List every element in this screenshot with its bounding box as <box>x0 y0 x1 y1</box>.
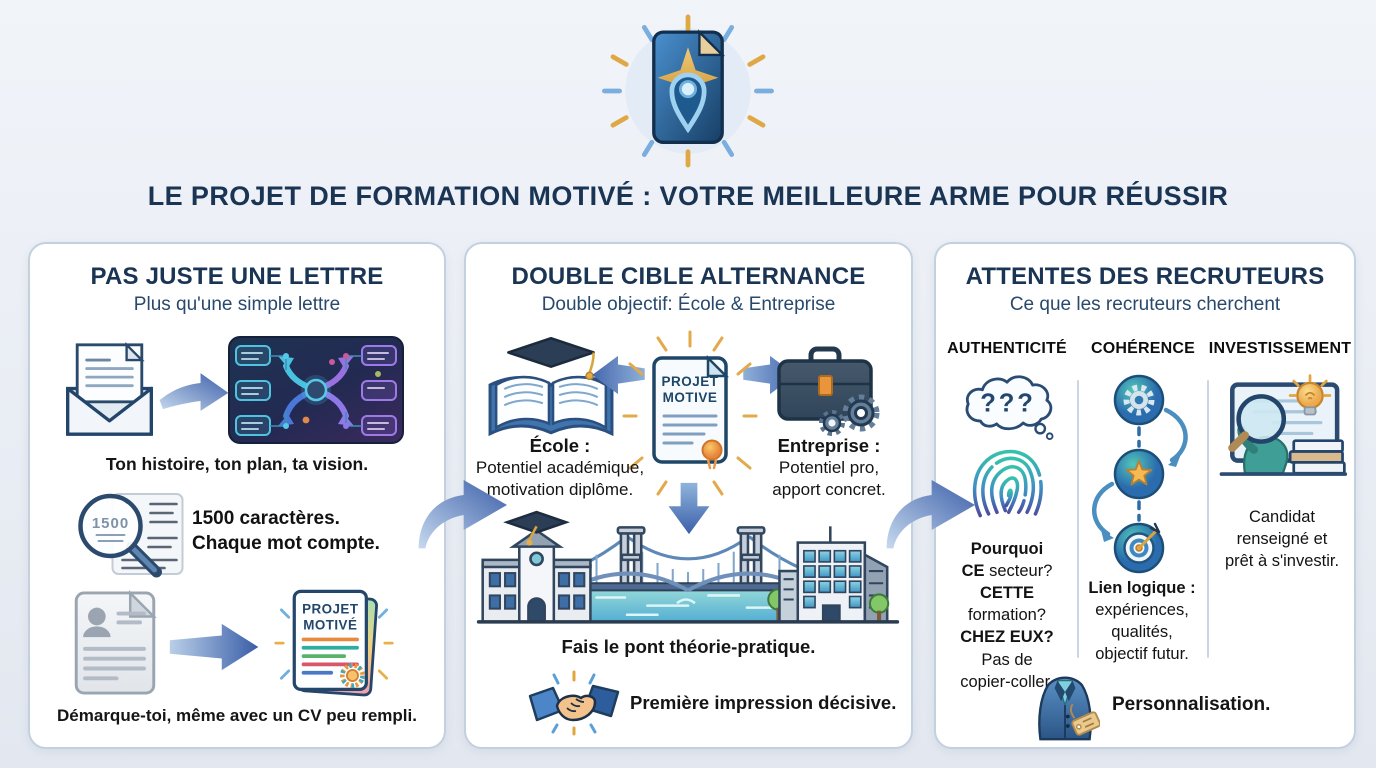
caption-line: Potentiel académique, <box>475 458 645 478</box>
books-icon <box>1288 439 1346 475</box>
flow-arrow-icon <box>880 470 980 550</box>
column-header-coherence: COHÉRENCE <box>1090 340 1196 357</box>
mindmap-graphic <box>228 336 404 444</box>
graduation-book-icon <box>486 334 616 440</box>
caption-line: expériences, <box>1095 601 1189 620</box>
caption-line: CHEZ EUX? <box>960 628 1054 647</box>
page-title: LE PROJET DE FORMATION MOTIVÉ : VOTRE ME… <box>147 181 1229 211</box>
caption-line: objectif futur. <box>1095 645 1189 664</box>
caption-line: Pourquoi <box>970 540 1044 558</box>
arrow-right-icon <box>168 622 264 672</box>
briefcase-gears-icon <box>766 339 884 439</box>
panel-attentes-des-recruteurs: ATTENTES DES RECRUTEURS Ce que les recru… <box>934 242 1356 749</box>
panel-double-cible-alternance: DOUBLE CIBLE ALTERNANCE Double objectif:… <box>464 242 913 749</box>
caption-line: Potentiel pro, <box>778 458 880 478</box>
panel1-caption-1: Ton histoire, ton plan, ta vision. <box>105 454 369 474</box>
panel2-subtitle: Double objectif: École & Entreprise <box>541 294 836 315</box>
lightbulb-icon <box>1288 374 1332 416</box>
fingerprint-icon <box>962 442 1052 534</box>
hero-glow-document-icon <box>593 6 783 176</box>
magnifier-1500-icon: 1500 <box>70 490 190 582</box>
svg-text:MOTIVÉ: MOTIVÉ <box>303 617 357 632</box>
bridge-illustration <box>474 506 902 630</box>
gear-circle-icon <box>1113 374 1165 426</box>
research-candidate-icon <box>1214 372 1350 494</box>
school-caption: École : Potentiel académique, motivation… <box>468 434 652 500</box>
caption-line: apport concret. <box>772 479 886 499</box>
handshake-icon <box>528 670 620 736</box>
caption-line: qualités, <box>1111 623 1173 642</box>
down-arrow-icon <box>666 482 712 536</box>
svg-text:???: ??? <box>980 390 1035 418</box>
arrow-right-icon <box>158 366 230 418</box>
panel1-title: PAS JUSTE UNE LETTRE <box>90 263 384 290</box>
question-cloud-icon: ??? <box>954 368 1062 440</box>
panel3-bottom-caption: Personnalisation. <box>1112 694 1271 715</box>
caption-line: prêt à s'investir. <box>1224 552 1340 571</box>
panel-pas-juste-une-lettre: PAS JUSTE UNE LETTRE Plus qu'une simple … <box>28 242 446 749</box>
column-header-authenticite: AUTHENTICITÉ <box>947 340 1067 357</box>
bridge-caption: Fais le pont théorie-pratique. <box>561 636 816 657</box>
target-circle-icon <box>1113 522 1165 574</box>
panel2-title: DOUBLE CIBLE ALTERNANCE <box>511 263 866 290</box>
caption-line: Pas de <box>981 650 1033 669</box>
svg-text:1500: 1500 <box>92 515 129 532</box>
caption-line: formation? <box>968 606 1046 625</box>
svg-text:PROJET: PROJET <box>302 602 359 617</box>
caption-line: École : <box>529 435 591 456</box>
column-divider <box>1207 380 1209 658</box>
projet-motive-document-icon: PROJET MOTIVÉ <box>270 584 398 706</box>
envelope-icon <box>62 336 157 442</box>
panel1-caption-2: Démarque-toi, même avec un CV peu rempli… <box>57 706 417 725</box>
caption-line: CE secteur? <box>961 562 1053 581</box>
coherence-flow-graphic <box>1077 370 1207 582</box>
cv-document-icon <box>72 590 158 696</box>
svg-text:PROJET: PROJET <box>661 374 718 389</box>
panel1-subtitle: Plus qu'une simple lettre <box>133 294 341 315</box>
caption-line: copier-coller. <box>960 672 1054 691</box>
caption-line: Entreprise : <box>777 435 881 456</box>
company-caption: Entreprise : Potentiel pro, apport concr… <box>752 434 906 500</box>
arrow-left-icon <box>586 354 650 396</box>
svg-text:MOTIVE: MOTIVE <box>663 390 718 405</box>
caption-line: CETTE <box>979 584 1035 603</box>
panel3-title: ATTENTES DES RECRUTEURS <box>965 263 1325 290</box>
panel3-subtitle: Ce que les recruteurs cherchent <box>1009 294 1281 315</box>
panel1-stat-text: 1500 caractères. Chaque mot compte. <box>192 506 380 556</box>
projet-motive-document-icon: PROJET MOTIVE <box>622 330 758 502</box>
caption-line: Candidat <box>1248 508 1316 526</box>
column-divider <box>1077 380 1079 658</box>
column-header-investissement: INVESTISSEMENT <box>1208 340 1352 357</box>
caption-line: renseigné et <box>1236 530 1328 549</box>
investissement-caption: Candidat renseigné et prêt à s'investir. <box>1210 506 1354 572</box>
handshake-caption: Première impression décisive. <box>630 692 897 713</box>
caption-line: motivation diplôme. <box>486 479 634 499</box>
caption-line: Lien logique : <box>1088 579 1196 597</box>
star-circle-icon <box>1113 448 1165 500</box>
coherence-caption: Lien logique : expériences, qualités, ob… <box>1072 577 1212 665</box>
suit-tag-icon <box>1030 672 1100 744</box>
stat-line: Chaque mot compte. <box>192 533 380 555</box>
authenticite-caption: Pourquoi CE secteur? CETTE formation? CH… <box>936 538 1078 693</box>
flow-arrow-icon <box>412 470 512 550</box>
magnifier-icon <box>1236 394 1287 444</box>
stat-line: 1500 caractères. <box>192 508 340 529</box>
